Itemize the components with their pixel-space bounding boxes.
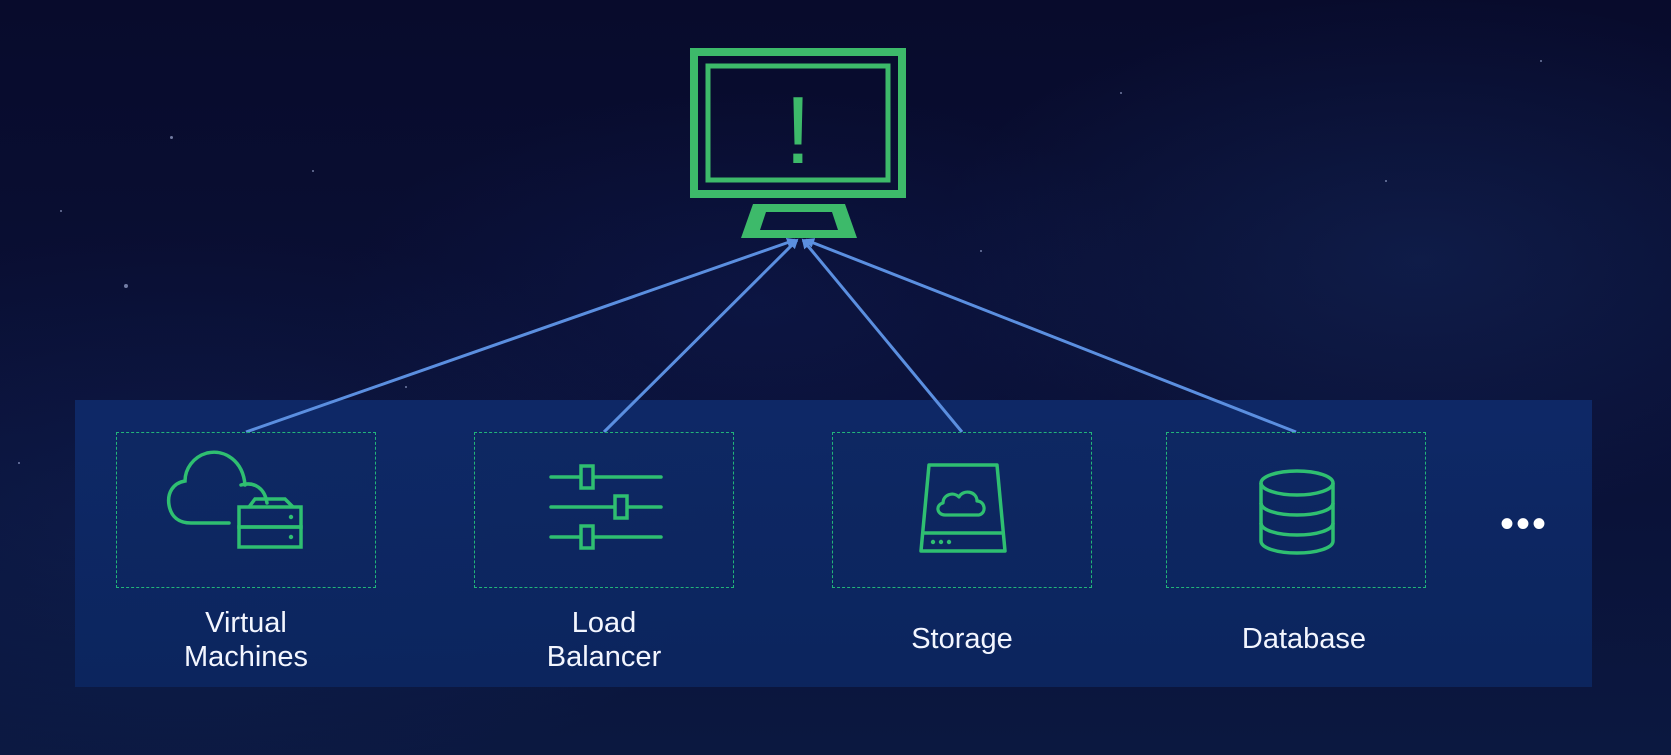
cloud-server-icon bbox=[166, 450, 303, 549]
service-label-database: Database bbox=[1174, 622, 1434, 656]
star bbox=[124, 284, 128, 288]
star bbox=[170, 136, 173, 139]
more-services-indicator[interactable]: ••• bbox=[1499, 502, 1548, 546]
database-icon bbox=[1259, 469, 1335, 555]
label-line: Database bbox=[1241, 623, 1367, 655]
star bbox=[980, 250, 982, 252]
label-line: Virtual bbox=[205, 607, 287, 639]
label-line: Machines bbox=[183, 641, 309, 673]
star bbox=[60, 210, 62, 212]
star bbox=[1540, 60, 1542, 62]
arrow-database bbox=[804, 238, 1297, 434]
cloud-drive-icon bbox=[919, 463, 1007, 553]
service-card-storage[interactable] bbox=[832, 432, 1092, 588]
services-panel bbox=[75, 400, 1592, 687]
service-label-virtual-machines: Virtual Machines bbox=[116, 606, 376, 674]
service-card-database[interactable] bbox=[1166, 432, 1426, 588]
service-card-load-balancer[interactable] bbox=[474, 432, 734, 588]
sliders-icon bbox=[549, 464, 663, 550]
star bbox=[1120, 92, 1122, 94]
service-card-virtual-machines[interactable] bbox=[116, 432, 376, 588]
arrow-load-balancer bbox=[602, 238, 799, 434]
label-line: Balancer bbox=[546, 641, 662, 673]
label-line: Load bbox=[571, 607, 637, 639]
arrow-virtual-machines bbox=[245, 237, 797, 434]
star bbox=[312, 170, 314, 172]
service-label-storage: Storage bbox=[832, 622, 1092, 656]
star bbox=[1385, 180, 1387, 182]
service-label-load-balancer: Load Balancer bbox=[474, 606, 734, 674]
star bbox=[18, 462, 20, 464]
star bbox=[405, 386, 407, 388]
arrow-storage bbox=[801, 238, 964, 433]
label-line: Storage bbox=[911, 623, 1013, 655]
monitor-alert-icon: ! bbox=[690, 48, 906, 238]
alert-glyph: ! bbox=[785, 77, 812, 184]
